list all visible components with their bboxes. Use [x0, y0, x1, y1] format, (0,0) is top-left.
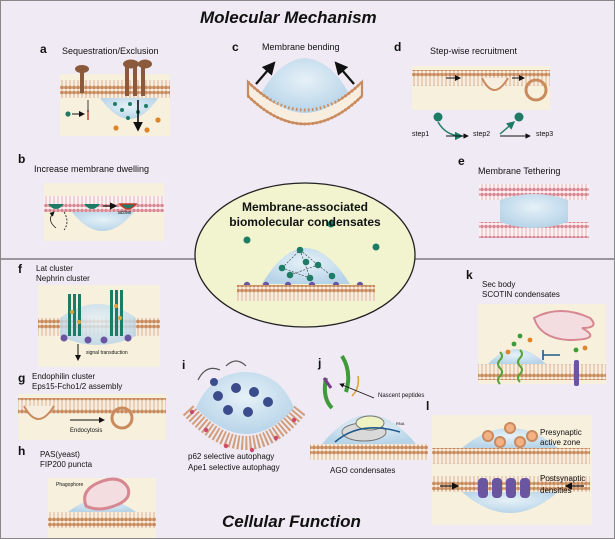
panel-i-line2: Ape1 selective autophagy [188, 463, 280, 472]
panel-h-illustration [48, 477, 156, 538]
panel-b-active-label: active [118, 210, 132, 216]
center-title-line1: Membrane-associated [241, 200, 369, 214]
center-title: Membrane-associated biomolecular condens… [195, 200, 415, 230]
panel-f-note: signal transduction [86, 350, 128, 356]
center-condensate-illustration [237, 220, 380, 301]
panel-l-illustration [432, 415, 592, 525]
panel-l-post1: Postsynaptic [540, 474, 586, 483]
panel-h-line1: PAS(yeast) [40, 450, 80, 459]
section-title-top: Molecular Mechanism [200, 8, 377, 27]
panel-i-letter: i [182, 358, 186, 372]
panel-a-letter: a [40, 42, 47, 56]
panel-h-note: Phagophore [56, 482, 84, 488]
panel-l-pre2: active zone [540, 438, 581, 447]
panel-h-letter: h [18, 444, 26, 458]
panel-a-illustration [60, 59, 170, 136]
panel-c-title: Membrane bending [262, 42, 340, 52]
panel-d-title: Step-wise recruitment [430, 46, 518, 56]
panel-d-step1: step1 [412, 131, 430, 138]
panel-f-line1: Lat cluster [36, 264, 73, 273]
panel-l-pre1: Presynaptic [540, 428, 582, 437]
panel-b-title: Increase membrane dwelling [34, 164, 150, 174]
panel-d-step2: step2 [473, 131, 491, 138]
panel-f-line2: Nephrin cluster [36, 274, 90, 283]
panel-f-illustration [38, 285, 160, 367]
panel-e-illustration [479, 184, 589, 238]
section-title-bottom: Cellular Function [222, 512, 361, 531]
panel-d-illustration [412, 66, 550, 141]
panel-b-letter: b [18, 152, 26, 166]
panel-k-line2: SCOTIN condensates [482, 290, 560, 299]
panel-c-illustration [246, 58, 364, 126]
panel-g-letter: g [18, 371, 26, 385]
panel-d-letter: d [394, 40, 402, 54]
panel-f-letter: f [18, 262, 22, 276]
panel-b-illustration [44, 183, 164, 241]
panel-j-title: AGO condensates [330, 466, 396, 475]
panel-i-illustration [182, 360, 306, 453]
panel-i-line1: p62 selective autophagy [188, 452, 275, 461]
panel-j-letter: j [318, 356, 322, 370]
panel-e-letter: e [458, 154, 465, 168]
panel-g-line2: Eps15-Fcho1/2 assembly [32, 382, 123, 391]
panel-k-illustration [478, 304, 606, 386]
panel-g-illustration [18, 394, 166, 440]
panel-l-letter: l [426, 399, 430, 413]
panel-j-note: Nascent peptides [378, 393, 425, 399]
panel-a-title: Sequestration/Exclusion [62, 46, 159, 56]
panel-h-line2: FIP200 puncta [40, 460, 93, 469]
panel-g-note: Endocytosis [70, 428, 103, 434]
panel-e-title: Membrane Tethering [478, 166, 561, 176]
panel-j-illustration [310, 354, 428, 460]
panel-c-letter: c [232, 40, 239, 54]
panel-l-post2: densities [540, 486, 572, 495]
panel-k-line1: Sec body [482, 280, 516, 289]
panel-g-line1: Endophilin cluster [32, 372, 96, 381]
panel-j-rna-label: RNA [396, 421, 405, 426]
center-title-line2: biomolecular condensates [229, 215, 381, 229]
panel-d-step3: step3 [536, 131, 554, 138]
panel-k-letter: k [466, 268, 473, 282]
